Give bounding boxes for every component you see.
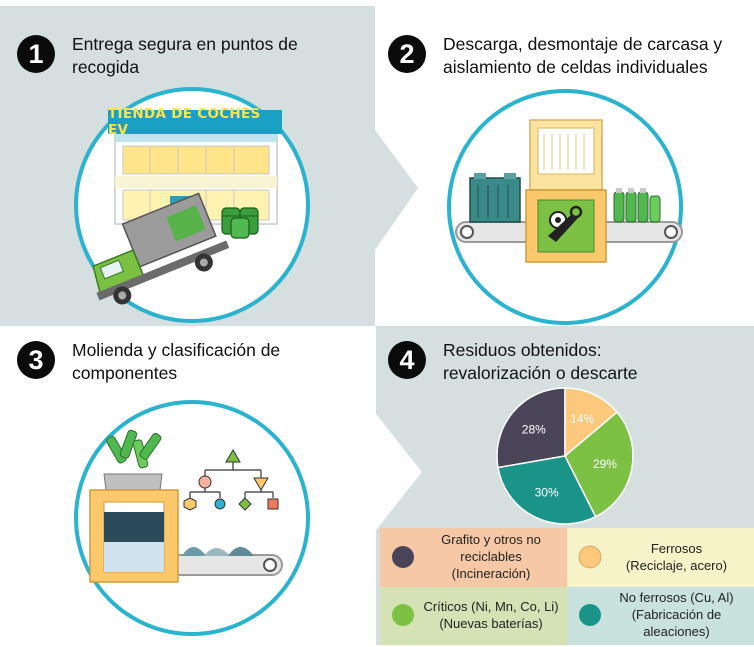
legend-label-graphite: Grafito y otros no reciclables (Incinera… [441, 532, 541, 581]
pie-slice-ferrous [564, 387, 619, 458]
legend-label-ferrous: Ferrosos (Reciclaje, acero) [625, 541, 728, 573]
pie-slice-critical [564, 411, 634, 518]
step-2-number: 2 [388, 35, 426, 73]
pie-slice-graphite [496, 387, 566, 469]
legend-label-nonferrous: No ferrosos (Cu, Al) (Fabricación de ale… [619, 590, 734, 639]
step-4-title: Residuos obtenidos: revalorización o des… [443, 340, 638, 383]
step-2-title: Descarga, desmontaje de carcasa y aislam… [443, 34, 723, 77]
pie-label-nonferrous: 30% [535, 485, 559, 499]
step-4-number: 4 [388, 341, 426, 379]
pie-label-ferrous: 14% [570, 412, 594, 426]
step-1-title: Entrega segura en puntos de recogida [72, 34, 298, 77]
legend-label-critical: Críticos (Ni, Mn, Co, Li) (Nuevas baterí… [423, 599, 559, 631]
store-sign: TIENDA DE COCHES EV [108, 106, 282, 138]
pie-label-critical: 29% [593, 457, 617, 471]
step-3-number: 3 [17, 341, 55, 379]
pie-slice-nonferrous [497, 455, 597, 525]
step-3-title: Molienda y clasificación de componentes [72, 340, 281, 383]
pie-label-graphite: 28% [522, 423, 546, 437]
step-1-number: 1 [17, 35, 55, 73]
